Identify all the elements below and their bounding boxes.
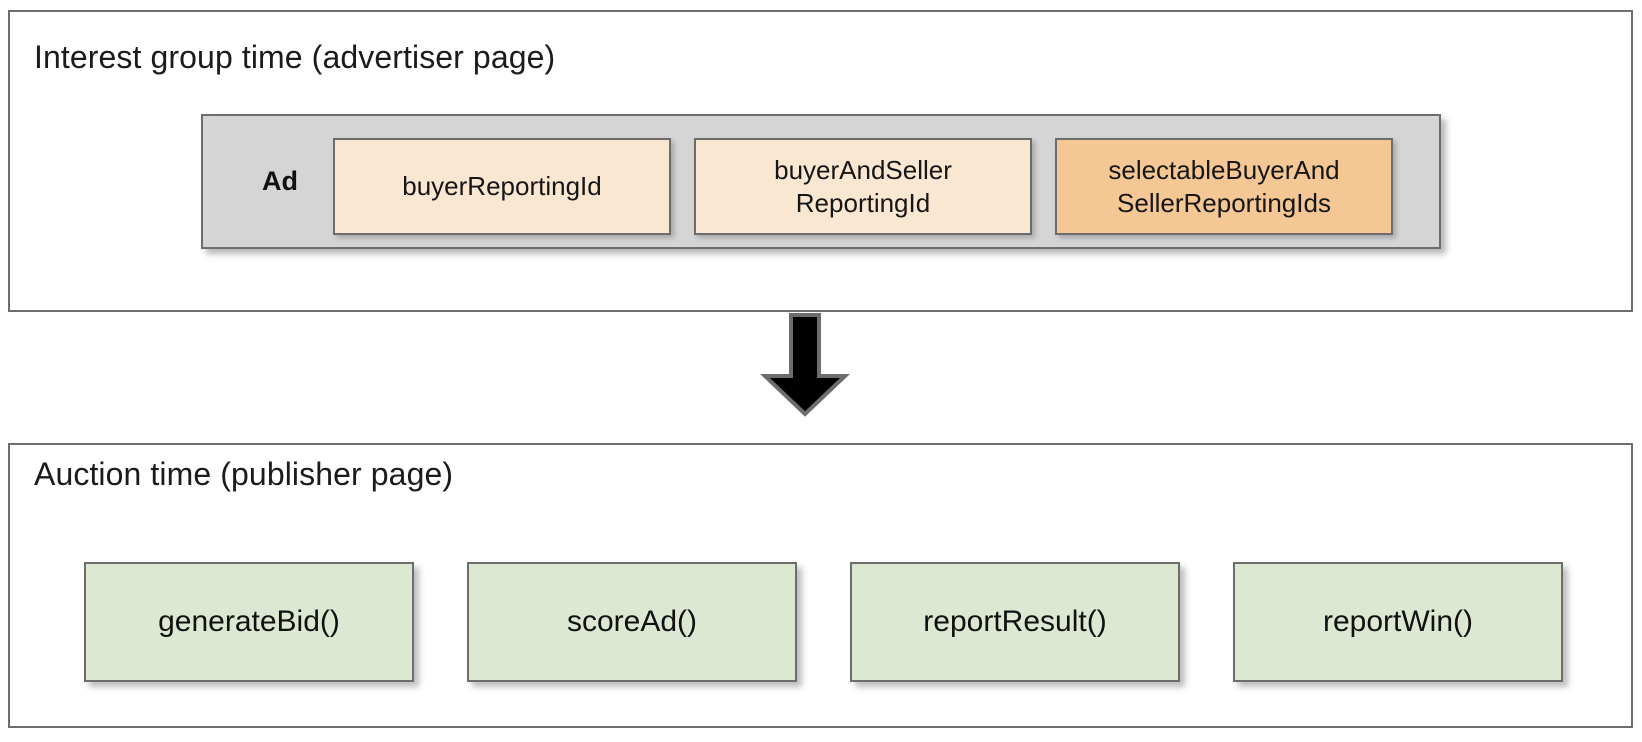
ad-object-label: Ad (262, 166, 298, 196)
publisher-section-panel: Auction time (publisher page) generateBi… (8, 443, 1633, 728)
auction-function-label: reportResult() (923, 605, 1107, 638)
advertiser-section-title: Interest group time (advertiser page) (34, 39, 556, 75)
reporting-id-box-label: buyerAndSeller ReportingId (774, 154, 952, 220)
reporting-id-box-buyer-reporting-id: buyerReportingId (333, 138, 671, 235)
auction-function-box-score-ad: scoreAd() (467, 562, 797, 682)
auction-function-label: scoreAd() (566, 605, 698, 638)
auction-function-box-report-win: reportWin() (1233, 562, 1563, 682)
auction-function-box-report-result: reportResult() (850, 562, 1180, 682)
reporting-id-box-label: selectableBuyerAnd SellerReportingIds (1108, 154, 1339, 220)
auction-function-label: reportWin() (1322, 605, 1473, 638)
arrow-down-icon (757, 313, 853, 417)
reporting-id-box-label: buyerReportingId (402, 171, 602, 201)
auction-function-label: generateBid() (158, 605, 340, 638)
auction-function-box-generate-bid: generateBid() (84, 562, 414, 682)
advertiser-section-panel: Interest group time (advertiser page) Ad… (8, 10, 1633, 312)
reporting-id-box-buyer-and-seller-reporting-id: buyerAndSeller ReportingId (694, 138, 1032, 235)
publisher-section-title: Auction time (publisher page) (34, 456, 454, 492)
reporting-id-box-selectable-buyer-and-seller-reporting-ids: selectableBuyerAnd SellerReportingIds (1055, 138, 1393, 235)
reporting-id-box-label-line1: buyerAndSeller (774, 154, 952, 185)
ad-object-container: Ad buyerReportingId buyerAndSeller Repor… (201, 114, 1441, 249)
reporting-id-box-label-line2: SellerReportingIds (1117, 187, 1331, 218)
reporting-id-box-label-line2: ReportingId (795, 187, 931, 218)
reporting-id-box-label-line1: selectableBuyerAnd (1108, 154, 1340, 185)
